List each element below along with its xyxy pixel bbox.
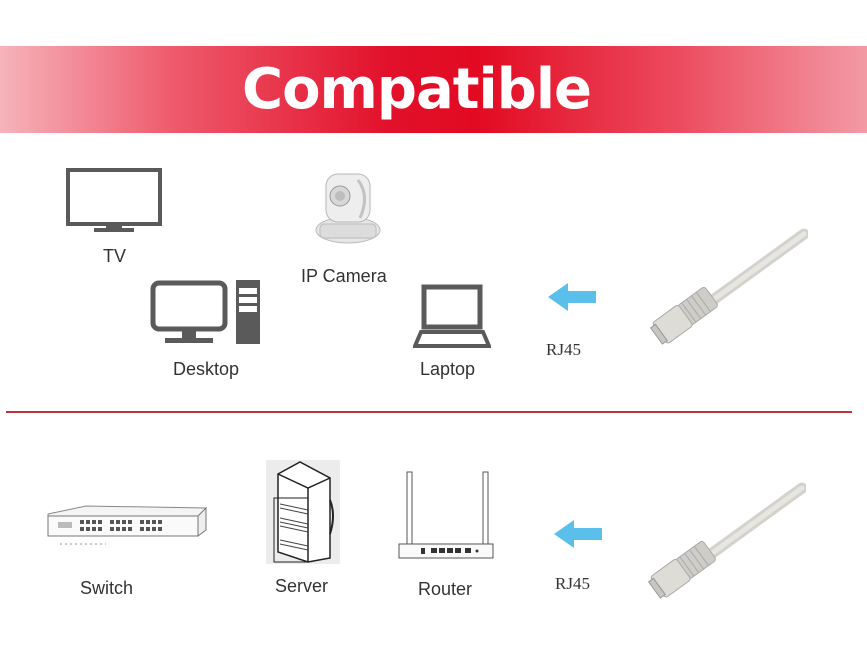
rj45-label: RJ45 <box>546 340 581 359</box>
ip-camera-icon <box>312 166 384 246</box>
desktop-label: Desktop <box>173 359 240 379</box>
banner-title: Compatible <box>241 57 592 122</box>
router-icon <box>397 470 495 562</box>
arrow-left-icon <box>554 520 604 548</box>
ethernet-cable-icon <box>644 226 808 352</box>
ip-camera-label: IP Camera <box>301 266 387 286</box>
tv-icon <box>66 168 164 234</box>
router-label: Router <box>418 579 473 599</box>
laptop-label: Laptop <box>420 359 476 379</box>
desktop-icon <box>150 280 262 346</box>
compatible-banner: Compatible <box>0 46 867 133</box>
switch-icon <box>46 504 208 550</box>
ethernet-cable-icon <box>642 480 806 606</box>
server-icon <box>266 460 340 564</box>
laptop-icon <box>413 284 491 348</box>
switch-label: Switch <box>80 578 134 598</box>
tv-label: TV <box>103 246 127 266</box>
arrow-left-icon <box>548 283 598 311</box>
server-label: Server <box>275 576 329 596</box>
rj45-label: RJ45 <box>555 574 590 593</box>
section-divider <box>6 411 852 413</box>
